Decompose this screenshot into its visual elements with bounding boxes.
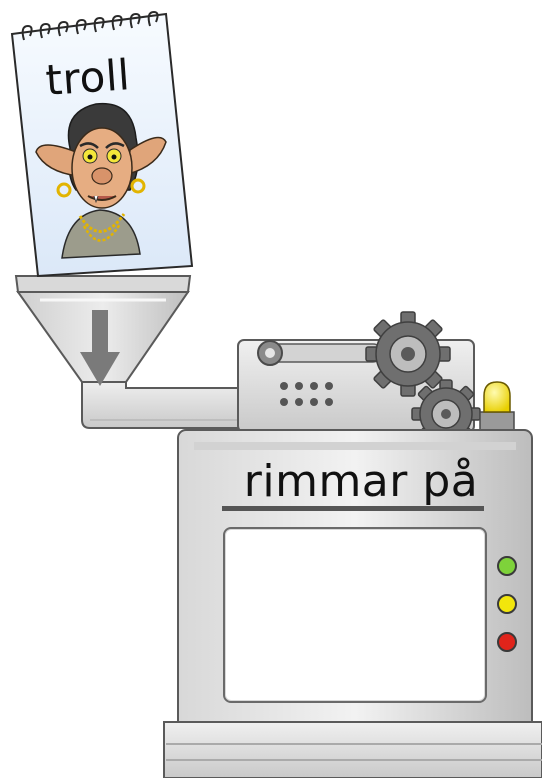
funnel xyxy=(14,275,246,429)
indicator-light-green xyxy=(497,556,517,576)
spiral-binding-icon xyxy=(21,10,159,41)
card-word: troll xyxy=(44,50,132,105)
indicator-lights xyxy=(497,556,517,652)
vent-holes xyxy=(280,382,333,406)
output-screen xyxy=(223,527,487,703)
down-arrow-icon xyxy=(80,310,120,386)
machine-label: rimmar på xyxy=(243,456,479,507)
indicator-light-yellow xyxy=(497,594,517,614)
gear-icon xyxy=(365,311,451,397)
indicator-light-red xyxy=(497,632,517,652)
word-card xyxy=(10,10,194,278)
troll-face-icon xyxy=(35,102,167,259)
beacon-light-icon xyxy=(479,381,515,435)
